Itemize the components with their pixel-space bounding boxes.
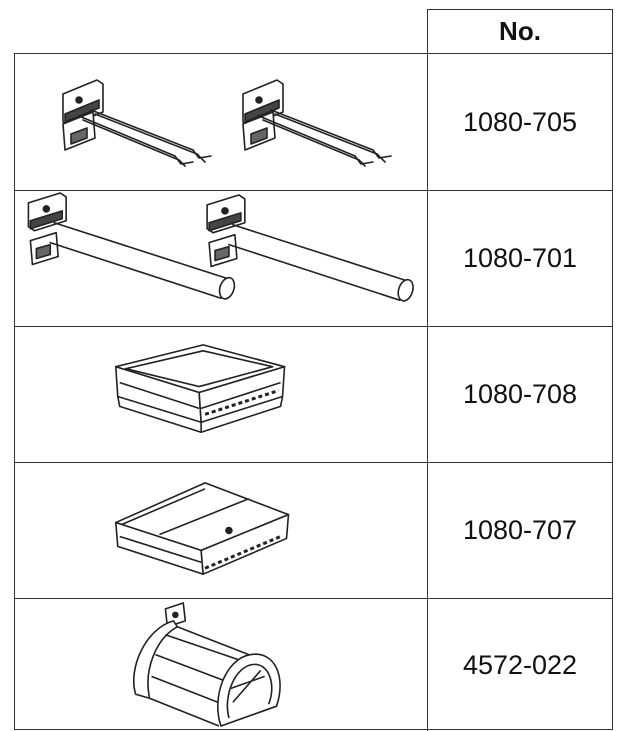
table-row: 1080-705 — [15, 54, 612, 190]
covered-box-icon — [15, 463, 427, 598]
tube-hook-pair-icon — [15, 191, 427, 326]
tray-icon — [15, 327, 427, 462]
part-number: 1080-705 — [427, 54, 612, 190]
parts-table: 1080-705 1080-701 — [14, 53, 613, 731]
table-row: 1080-707 — [15, 462, 612, 598]
column-header-no: No. — [427, 9, 613, 53]
part-number: 1080-707 — [427, 463, 612, 598]
table-row: 4572-022 — [15, 598, 612, 731]
part-number: 1080-708 — [427, 327, 612, 462]
table-row: 1080-701 — [15, 190, 612, 326]
wire-hook-pair-icon — [15, 54, 427, 190]
part-number: 1080-701 — [427, 191, 612, 326]
hose-holder-icon — [15, 599, 427, 731]
part-number: 4572-022 — [427, 599, 612, 731]
table-row: 1080-708 — [15, 326, 612, 462]
